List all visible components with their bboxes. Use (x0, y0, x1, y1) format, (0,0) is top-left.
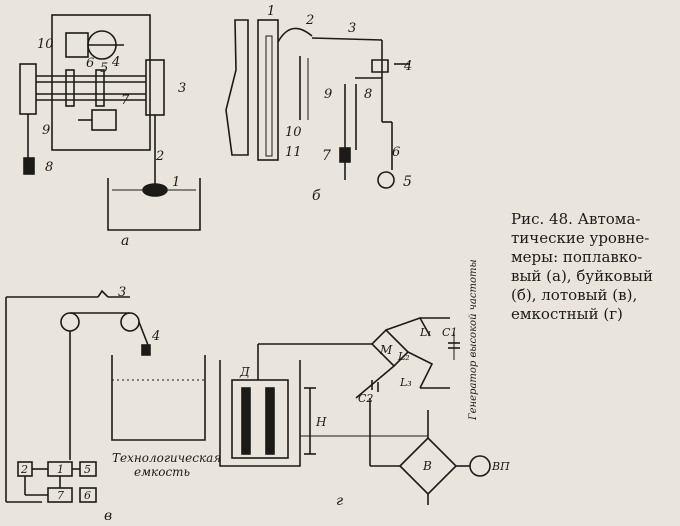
caption-letter-a: а (121, 233, 129, 249)
label-g-L3: L₃ (399, 376, 412, 389)
label-b-5: 5 (403, 174, 412, 190)
left-pulley (19, 63, 37, 115)
displacer-column (257, 19, 279, 161)
label-g-H: Н (315, 415, 327, 429)
nozzle (339, 147, 351, 163)
label-g-C2: C2 (358, 392, 373, 405)
label-a-4: 4 (111, 55, 120, 70)
spring (277, 27, 313, 43)
right-pulley (145, 59, 165, 116)
gearbox-box (91, 109, 117, 131)
pressure-gauge (377, 171, 395, 189)
label-v-7: 7 (57, 489, 64, 502)
caption-letter-g: г (336, 493, 343, 509)
generator-label: Генератор высокой частоты (468, 259, 479, 421)
label-a-9: 9 (42, 123, 50, 138)
caption-line-1: Рис. 48. Автома- (511, 210, 641, 228)
figure-caption: Рис. 48. Автома- тические уровне- меры: … (511, 210, 677, 324)
label-a-2: 2 (155, 149, 164, 164)
caption-line-3: меры: поплавко- (511, 248, 643, 266)
caption-line-4: вый (а), буйковый (511, 267, 653, 285)
vessel-label-line1: Технологическая (112, 451, 221, 465)
electrode-bar-1 (241, 387, 251, 455)
float-gauge-diagram: 10 6 4 5 7 3 9 8 2 1 а (19, 14, 201, 249)
label-a-8: 8 (45, 160, 53, 175)
counterweight (23, 157, 35, 175)
pulley-left (60, 312, 80, 332)
label-b-7: 7 (322, 148, 331, 164)
label-v-2: 2 (20, 463, 28, 476)
label-v-1: 1 (57, 463, 64, 476)
label-v-4: 4 (151, 329, 160, 344)
label-v-3: 3 (118, 285, 126, 300)
label-a-6: 6 (86, 56, 94, 71)
label-g-B: В (422, 459, 432, 473)
capacitive-gauge-diagram: Д Н М L₁ L₂ L₃ C1 C2 В ВП Генератор высо… (219, 259, 510, 509)
motor-box (65, 32, 89, 58)
label-g-L1: L₁ (419, 326, 432, 339)
label-b-9: 9 (324, 87, 332, 102)
electrode-bar-2 (265, 387, 275, 455)
label-b-10: 10 (285, 125, 302, 140)
process-vessel (111, 355, 206, 441)
label-g-D: Д (239, 365, 250, 379)
label-a-3: 3 (178, 81, 186, 96)
block-6 (79, 487, 97, 503)
label-v-5: 5 (84, 463, 91, 476)
pulley-right (120, 312, 140, 332)
label-b-3: 3 (348, 21, 356, 36)
label-g-L2: L₂ (397, 350, 410, 363)
label-b-11: 11 (285, 145, 302, 160)
wall-b (225, 19, 249, 156)
electrode-D (231, 379, 289, 459)
relay-box (371, 59, 389, 73)
plumb-bob (141, 344, 151, 356)
label-g-VP: ВП (491, 460, 510, 473)
vessel-g (219, 360, 301, 467)
label-a-1: 1 (172, 175, 180, 190)
caption-line-2: тические уровне- (511, 229, 650, 247)
label-b-1: 1 (267, 4, 275, 19)
displacer-gauge-diagram: 1 2 3 4 9 8 10 11 7 6 5 б (225, 4, 412, 204)
vessel-label-line2: емкость (134, 465, 190, 479)
plumb-gauge-diagram: 3 4 2 1 5 7 6 Технологическая емкость в (5, 285, 221, 524)
sensor-3 (97, 289, 109, 298)
caption-letter-b: б (312, 188, 321, 204)
label-a-5: 5 (100, 61, 108, 76)
label-b-2: 2 (305, 13, 314, 28)
caption-line-5: (б), лотовый (в), (511, 286, 638, 304)
label-b-4: 4 (403, 59, 412, 74)
meter-VP (469, 455, 491, 477)
label-b-6: 6 (392, 145, 400, 160)
caption-line-6: емкостный (г) (511, 305, 623, 323)
caption-letter-v: в (104, 508, 112, 524)
label-a-7: 7 (121, 93, 130, 108)
label-g-C1: C1 (442, 326, 457, 339)
label-v-6: 6 (84, 489, 91, 502)
label-g-M: М (379, 343, 393, 357)
tank-a (107, 178, 201, 231)
label-a-10: 10 (37, 37, 54, 52)
label-b-8: 8 (364, 87, 372, 102)
coil-L3 (407, 351, 434, 389)
